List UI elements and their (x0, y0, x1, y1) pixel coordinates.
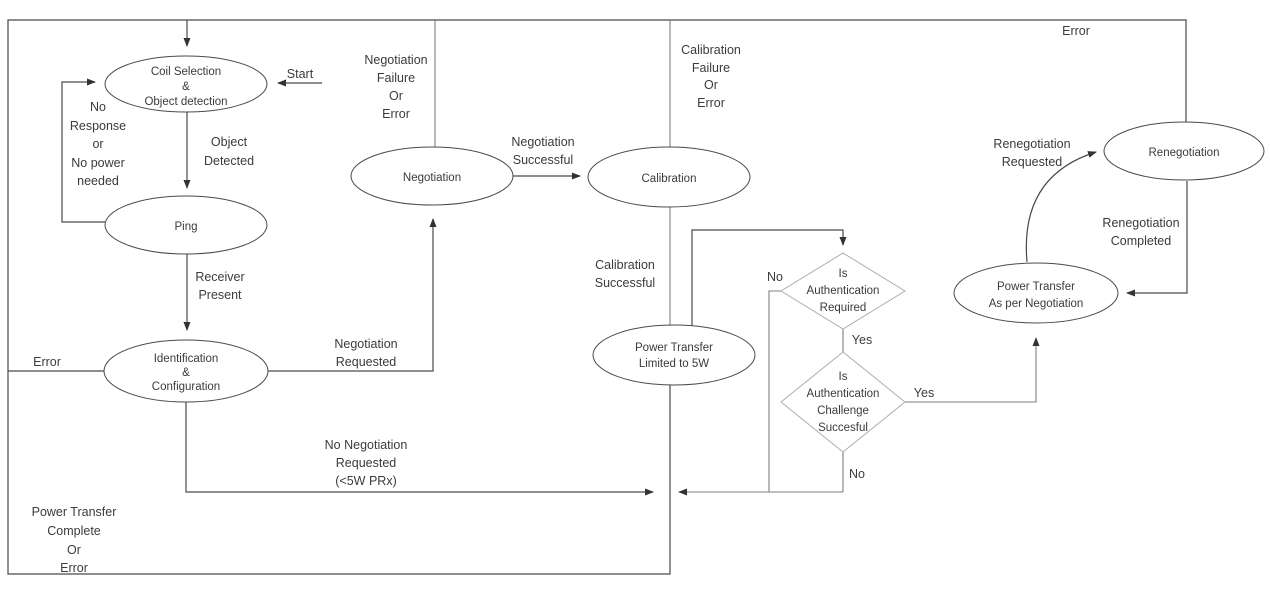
no-response-label: No (90, 100, 106, 114)
renegotiation-completed-label: Renegotiation (1102, 216, 1179, 230)
calibration-successful-label: Successful (595, 276, 655, 290)
power-transfer-negotiated-label: As per Negotiation (989, 298, 1084, 310)
yes-auth-required-label: Yes (852, 333, 872, 347)
power-transfer-complete-label: Or (67, 543, 81, 557)
identification-ellipse (103, 339, 269, 403)
edge-negotiation-requested (268, 218, 437, 372)
negotiation-successful-label: Negotiation (511, 135, 574, 149)
auth-challenge-label: Authentication (807, 388, 880, 400)
calibration-failure-label: Failure (692, 61, 730, 75)
negotiation-label: Negotiation (403, 172, 461, 184)
ping-ellipse (104, 195, 268, 255)
renegotiation-completed-label: Completed (1111, 234, 1171, 248)
error-top-label: Error (1062, 24, 1090, 38)
renegotiation-ellipse (1103, 121, 1265, 181)
no-response-label: or (92, 137, 103, 151)
node-negotiation: Negotiation (350, 146, 514, 206)
start-label: Start (287, 67, 314, 81)
node-coil-selection: Coil Selection & Object detection (104, 55, 268, 113)
power-transfer-5w-label: Power Transfer (635, 342, 713, 354)
edge-no-negotiation-requested (185, 402, 654, 496)
object-detected-label: Detected (204, 154, 254, 168)
no-response-label: Response (70, 119, 126, 133)
ping-label: Ping (174, 221, 197, 233)
negotiation-failure-label: Negotiation (364, 53, 427, 67)
negotiation-requested-label: Negotiation (334, 337, 397, 351)
no-negotiation-requested-label: No Negotiation (325, 438, 408, 452)
calibration-failure-label: Calibration (681, 43, 741, 57)
no-negotiation-requested-label: (<5W PRx) (335, 474, 396, 488)
node-identification-configuration: Identification & Configuration (103, 339, 269, 403)
auth-required-label: Is (839, 268, 848, 280)
calibration-successful-label: Calibration (595, 258, 655, 272)
node-renegotiation: Renegotiation (1103, 121, 1265, 181)
node-power-transfer-negotiated: Power Transfer As per Negotiation (953, 262, 1119, 324)
edge-no-response-loop (61, 78, 105, 223)
calibration-failure-label: Or (704, 78, 718, 92)
negotiation-successful-label: Successful (513, 153, 573, 167)
node-ping: Ping (104, 195, 268, 255)
calibration-ellipse (587, 146, 751, 208)
decision-auth-required: Is Authentication Required (780, 252, 906, 330)
negotiation-ellipse (350, 146, 514, 206)
calibration-label: Calibration (642, 173, 697, 185)
power-transfer-5w-ellipse (592, 324, 756, 386)
edge-pt5w-to-auth-required (691, 229, 847, 326)
renegotiation-label: Renegotiation (1149, 147, 1220, 159)
calibration-failure-label: Error (697, 96, 725, 110)
power-transfer-negotiated-label: Power Transfer (997, 281, 1075, 293)
coil-selection-label: Coil Selection (151, 66, 221, 78)
power-transfer-5w-label: Limited to 5W (639, 358, 709, 370)
identification-label: Identification (154, 353, 219, 365)
decision-auth-challenge: Is Authentication Challenge Succesful (780, 351, 906, 453)
power-transfer-negotiated-ellipse (953, 262, 1119, 324)
negotiation-failure-label: Failure (377, 71, 415, 85)
negotiation-requested-label: Requested (336, 355, 397, 369)
receiver-present-label: Receiver (195, 270, 244, 284)
object-detected-label: Object (211, 135, 248, 149)
power-transfer-complete-label: Power Transfer (32, 505, 117, 519)
renegotiation-requested-label: Renegotiation (993, 137, 1070, 151)
power-transfer-complete-label: Complete (47, 524, 101, 538)
node-power-transfer-5w: Power Transfer Limited to 5W (592, 324, 756, 386)
coil-selection-label: & (182, 81, 190, 93)
no-auth-required-label: No (767, 270, 783, 284)
node-calibration: Calibration (587, 146, 751, 208)
power-transfer-complete-label: Error (60, 561, 88, 575)
coil-selection-ellipse (104, 55, 268, 113)
edge-outer-return-loop (7, 19, 1187, 575)
auth-required-label: Required (820, 302, 867, 314)
no-response-label: needed (77, 174, 119, 188)
yes-auth-challenge-label: Yes (914, 386, 934, 400)
edge-auth-required-no (768, 290, 781, 492)
identification-label: & (182, 367, 190, 379)
no-response-label: No power (71, 156, 125, 170)
receiver-present-label: Present (198, 288, 242, 302)
no-auth-challenge-label: No (849, 467, 865, 481)
auth-challenge-label: Challenge (817, 405, 869, 417)
auth-challenge-label: Succesful (818, 422, 868, 434)
renegotiation-requested-label: Requested (1002, 155, 1063, 169)
negotiation-failure-label: Error (382, 107, 410, 121)
coil-selection-label: Object detection (144, 96, 227, 108)
edge-renegotiation-completed (1126, 181, 1188, 297)
auth-required-diamond (780, 252, 906, 330)
auth-challenge-diamond (780, 351, 906, 453)
auth-required-label: Authentication (807, 285, 880, 297)
no-negotiation-requested-label: Requested (336, 456, 397, 470)
edge-renegotiation-requested (1025, 151, 1097, 263)
identification-label: Configuration (152, 381, 220, 393)
auth-challenge-label: Is (839, 371, 848, 383)
error-left-label: Error (33, 355, 61, 369)
connectors (7, 19, 1188, 575)
negotiation-failure-label: Or (389, 89, 403, 103)
edge-auth-challenge-yes (905, 337, 1040, 403)
edge-labels: Start Error Negotiation Failure Or Error… (32, 24, 1180, 575)
